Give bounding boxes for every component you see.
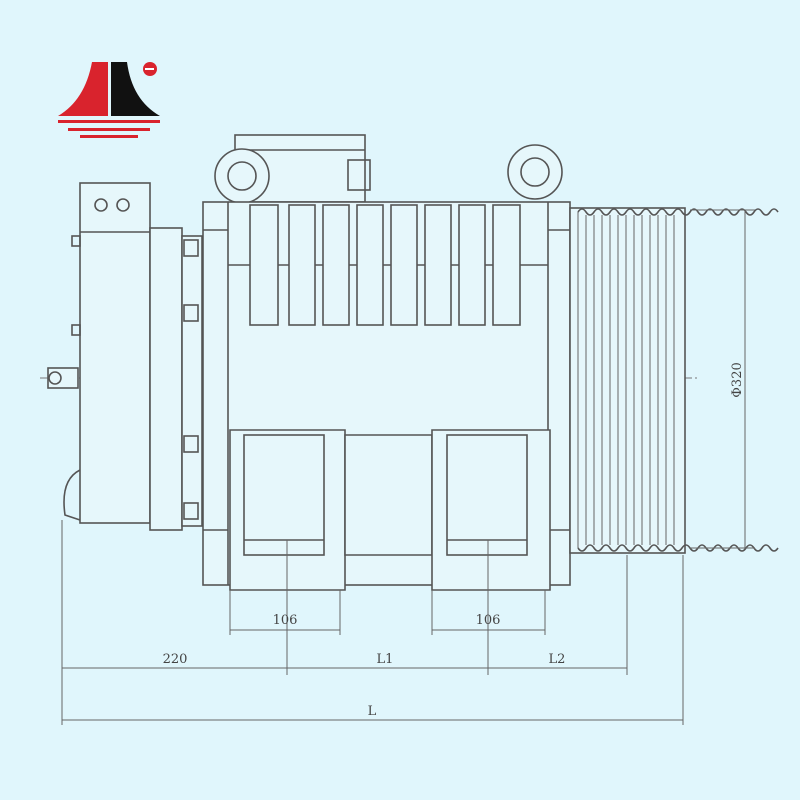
brake-assembly: [47, 182, 203, 531]
dim-brake-offset: 220: [163, 652, 188, 667]
lifting-eye-left: [214, 148, 270, 204]
dim-sheave-diameter: Φ320: [730, 362, 745, 397]
company-logo: [58, 62, 160, 138]
dim-foot-left: 106: [273, 613, 298, 628]
mounting-feet: [229, 429, 551, 591]
dim-l2: L2: [549, 652, 566, 667]
dim-foot-right: 106: [476, 613, 501, 628]
dim-l1: L1: [377, 652, 394, 667]
traction-sheave: [569, 207, 779, 554]
dim-overall-length: L: [368, 704, 377, 719]
dimension-lines: [61, 209, 755, 725]
cooling-fins: [249, 204, 521, 326]
lifting-eye-right: [507, 144, 563, 200]
